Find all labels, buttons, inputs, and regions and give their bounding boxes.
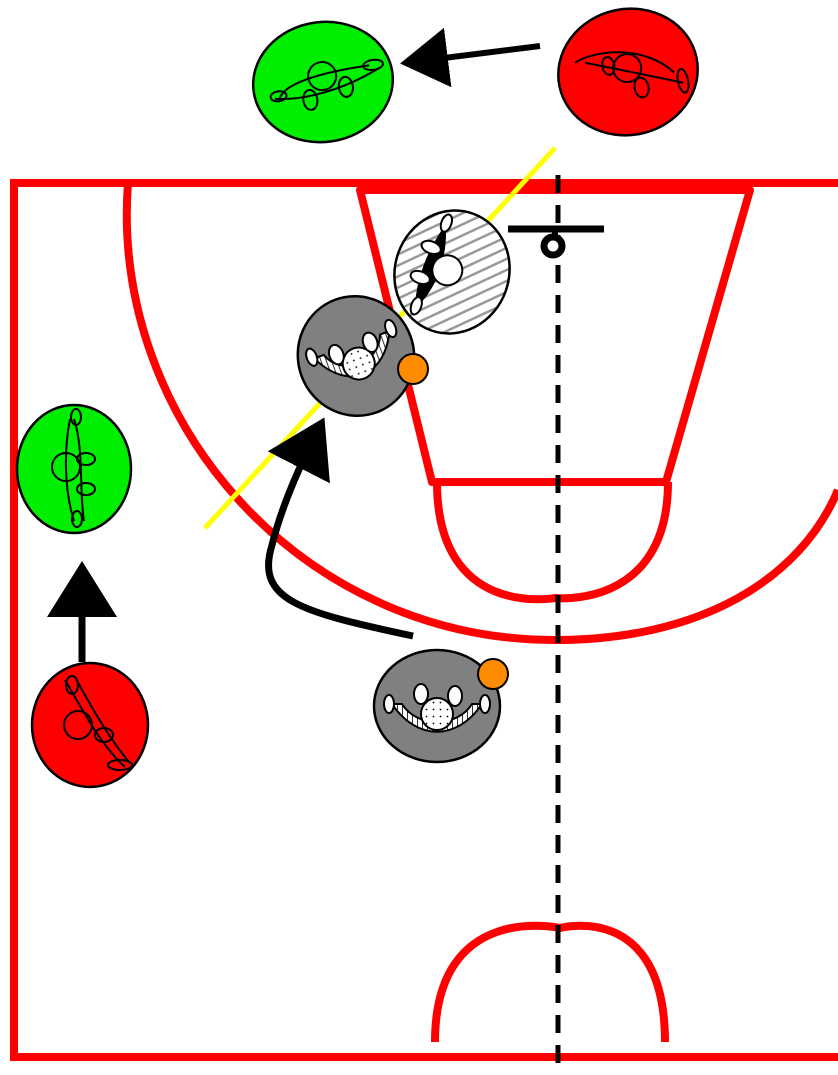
player-hatched-post: [393, 209, 511, 335]
offense-icon: [409, 213, 464, 316]
rim: [540, 233, 566, 259]
defender-icon: [51, 408, 96, 528]
player-gray-wing-with-ball: [296, 294, 416, 418]
arrow-gray-cut-to-wing: [265, 417, 414, 640]
ball-icon: [397, 353, 429, 385]
ball-icon: [477, 658, 509, 690]
defender-icon: [63, 675, 133, 771]
player-green-left: [15, 403, 133, 535]
player-red-left: [30, 661, 150, 789]
defender-icon: [269, 58, 385, 111]
basket: [508, 225, 604, 259]
offense-icon: [383, 683, 491, 733]
three-point-arc: [122, 182, 838, 645]
arrow-red-top-to-green-top: [400, 27, 541, 88]
court-boundary: [10, 179, 838, 1061]
player-body: [251, 20, 395, 144]
defender-icon: [574, 51, 690, 99]
free-throw-circle: [433, 481, 672, 604]
player-body: [30, 661, 150, 789]
center-circle: [431, 921, 669, 1043]
player-red-top: [557, 7, 699, 137]
player-body: [15, 403, 133, 535]
player-gray-top-with-ball: [372, 648, 502, 764]
offense-icon: [305, 318, 398, 381]
player-green-top: [251, 20, 395, 144]
